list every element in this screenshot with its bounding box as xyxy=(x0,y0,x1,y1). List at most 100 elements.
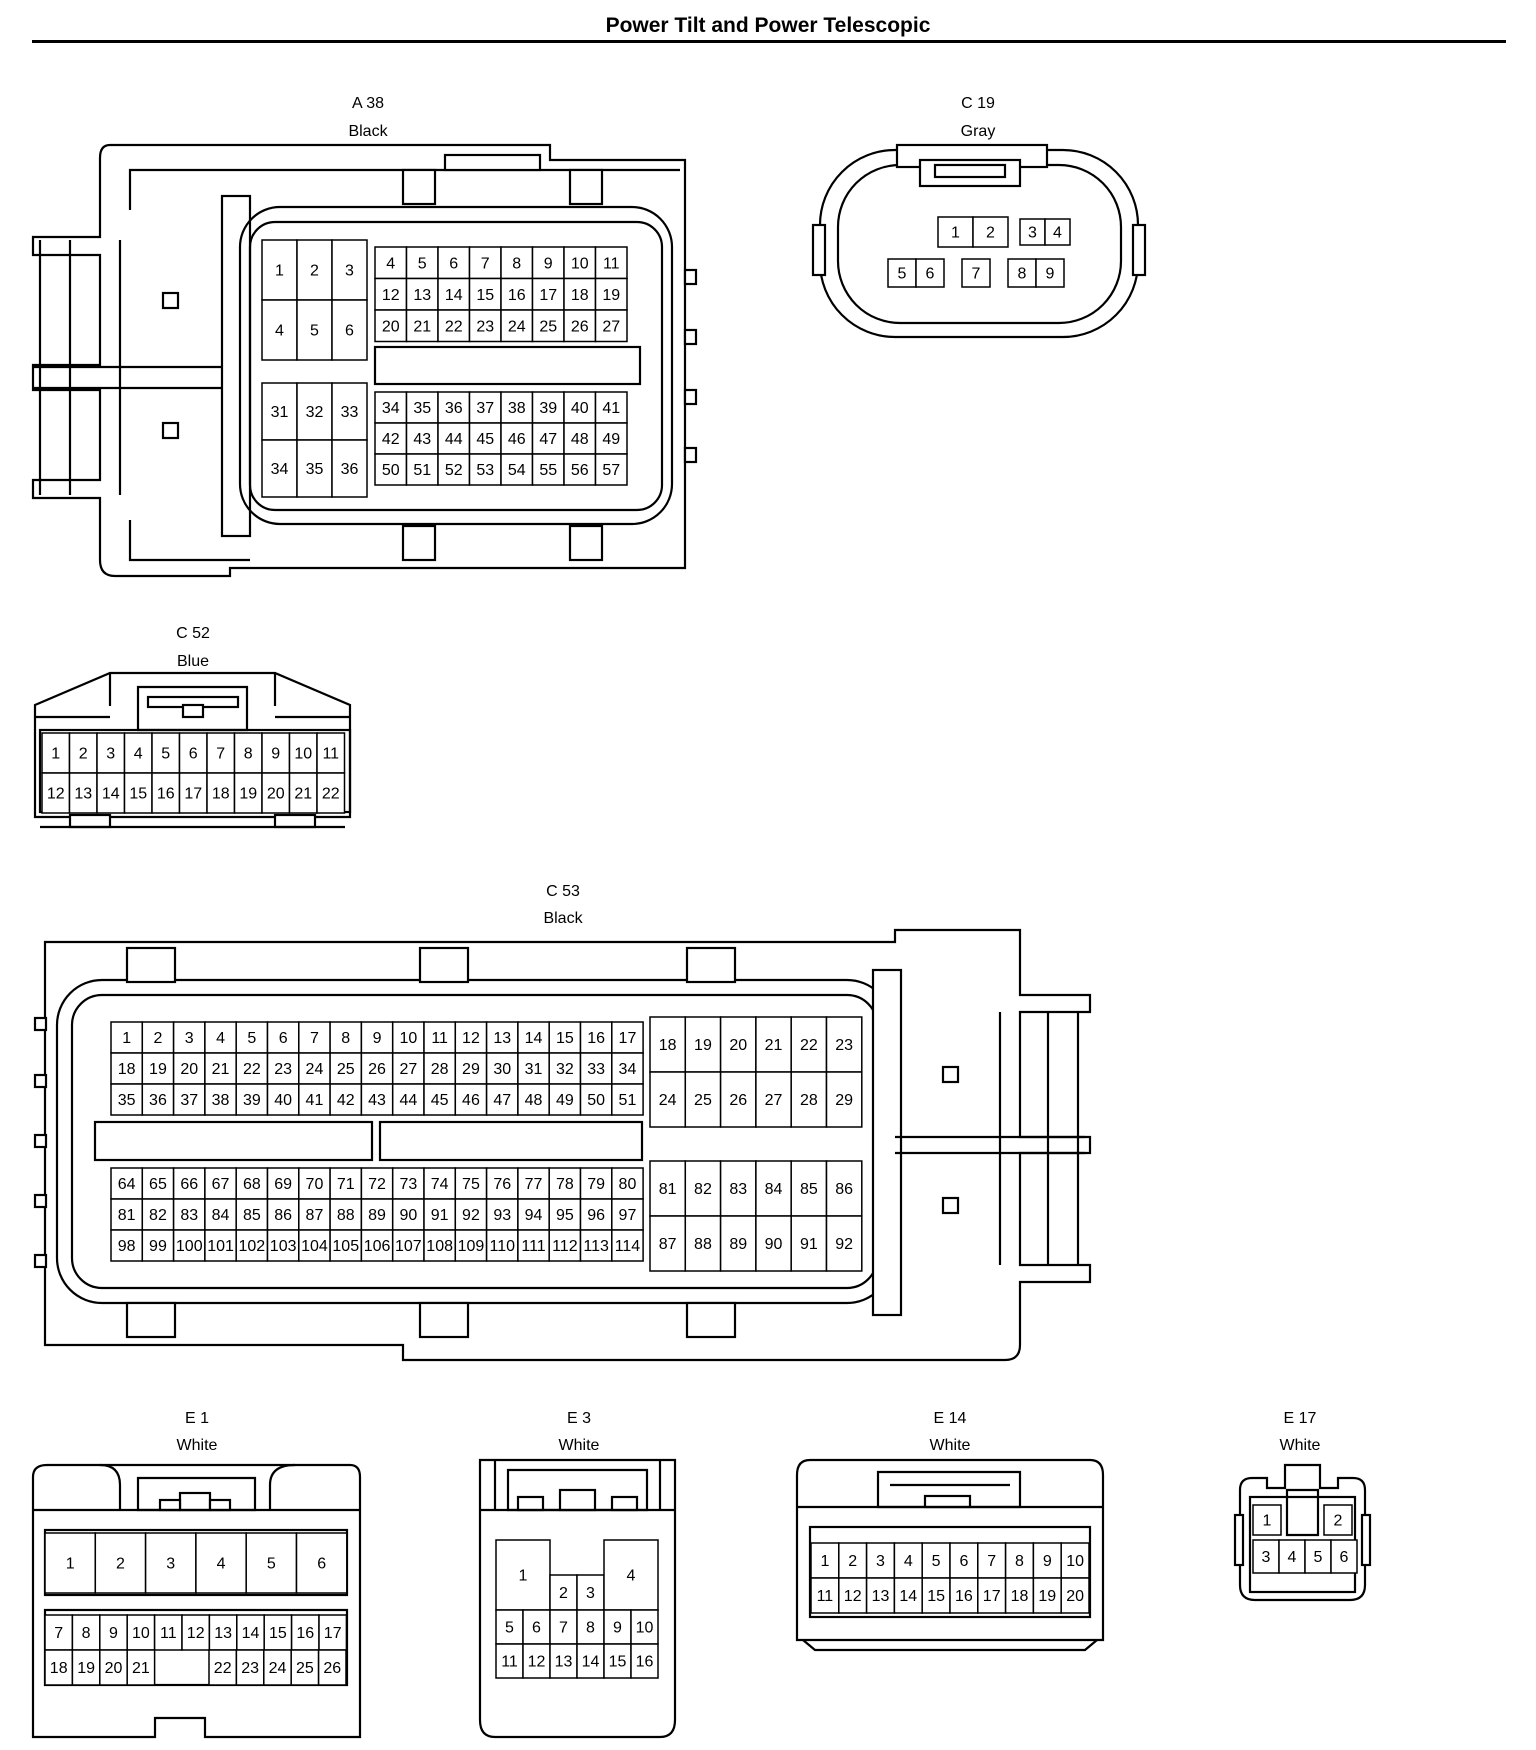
e1-pin-9-cell xyxy=(99,1614,128,1651)
c53-pin-102: 102 xyxy=(238,1238,265,1255)
e17-pin-5: 5 xyxy=(1314,1549,1323,1566)
c53-pin-43-cell xyxy=(360,1083,394,1116)
c53-pin-25-cell xyxy=(684,1071,722,1128)
c53-pin-38: 38 xyxy=(212,1092,230,1109)
c53-pin-31: 31 xyxy=(525,1061,543,1078)
c53-color-label: Black xyxy=(543,910,583,927)
c53-pin-7: 7 xyxy=(310,1030,319,1047)
c19-id-label: C 19 xyxy=(961,95,995,112)
c53-pin-64: 64 xyxy=(118,1176,136,1193)
e14-id-label: E 14 xyxy=(934,1410,967,1427)
c53-pin-20-cell xyxy=(719,1016,757,1073)
a38-pin-36: 36 xyxy=(445,400,463,417)
c53-pin-24-cell xyxy=(649,1071,687,1128)
e1-pin-18-cell xyxy=(44,1649,74,1686)
a38-pin-8-cell xyxy=(500,246,534,280)
a38-pin-16: 16 xyxy=(508,287,526,304)
c53-pin-25: 25 xyxy=(694,1092,712,1109)
a38-pin-2: 2 xyxy=(310,263,319,280)
a38-pin-49: 49 xyxy=(602,431,620,448)
c53-pin-45: 45 xyxy=(431,1092,449,1109)
c53-pin-3: 3 xyxy=(185,1030,194,1047)
c19-pin-8-cell xyxy=(1007,258,1037,288)
c53-pin-83-cell xyxy=(172,1198,206,1231)
e1-pin-24-cell xyxy=(263,1649,292,1686)
a38-pin-57-cell xyxy=(594,453,628,486)
c52-pin-3: 3 xyxy=(106,746,115,763)
a38-pin-51-cell xyxy=(405,453,439,486)
c53-pin-41: 41 xyxy=(306,1092,324,1109)
a38-pin-5: 5 xyxy=(310,323,319,340)
e1-pin-8-cell xyxy=(71,1614,101,1651)
a38-pin-23-cell xyxy=(468,309,502,343)
c53-pin-29: 29 xyxy=(462,1061,480,1078)
c53-pin-28: 28 xyxy=(800,1092,818,1109)
a38-pin-3: 3 xyxy=(345,263,354,280)
e14-pin-13-cell xyxy=(865,1577,896,1614)
e1-pin-12: 12 xyxy=(187,1625,205,1642)
c53-pin-47-cell xyxy=(485,1083,519,1116)
c53-id-label: C 53 xyxy=(546,883,580,900)
c53-pin-25-cell xyxy=(329,1052,363,1085)
c53-pin-101: 101 xyxy=(207,1238,234,1255)
c19-pin-6: 6 xyxy=(926,266,935,283)
c53-pin-109: 109 xyxy=(458,1238,485,1255)
c53-pin-45-cell xyxy=(423,1083,457,1116)
a38-pin-39-cell xyxy=(531,391,565,424)
c53-pin-97-cell xyxy=(611,1198,644,1231)
c53-pin-47: 47 xyxy=(493,1092,511,1109)
c53-pin-85: 85 xyxy=(243,1207,261,1224)
a38-pin-34-cell xyxy=(261,439,298,498)
e1-pin-23: 23 xyxy=(241,1660,259,1677)
e1-pin-16-cell xyxy=(290,1614,320,1651)
c53-pin-46-cell xyxy=(454,1083,488,1116)
a38-pin-8: 8 xyxy=(512,255,521,272)
c53-pin-81-cell xyxy=(110,1198,144,1231)
c53-pin-28-cell xyxy=(790,1071,828,1128)
c53-pin-7-cell xyxy=(298,1021,331,1054)
c53-pin-112: 112 xyxy=(552,1238,578,1255)
e14-pin-20: 20 xyxy=(1066,1588,1084,1605)
c53-pin-111: 111 xyxy=(521,1238,545,1255)
e1-pin-16: 16 xyxy=(296,1625,314,1642)
c53-pin-1: 1 xyxy=(122,1030,131,1047)
e1-pin-15: 15 xyxy=(269,1625,287,1642)
a38-pin-15: 15 xyxy=(476,287,494,304)
e17-pin-4: 4 xyxy=(1288,1549,1297,1566)
c53-pin-83-cell xyxy=(719,1160,757,1217)
e14-pin-4-cell xyxy=(893,1542,923,1579)
a38-pin-57: 57 xyxy=(602,462,620,479)
page-title: Power Tilt and Power Telescopic xyxy=(605,14,931,37)
e17-pin-6: 6 xyxy=(1340,1549,1349,1566)
e1-pin-2-cell xyxy=(94,1532,147,1594)
a38-pin-16-cell xyxy=(500,277,534,311)
a38-pin-5-cell xyxy=(296,299,333,361)
e17-housing xyxy=(1233,1463,1372,1602)
a38-pin-14: 14 xyxy=(445,287,463,304)
e14-housing xyxy=(795,1458,1105,1652)
e17-pin-1: 1 xyxy=(1263,1513,1272,1530)
e14-pin-17: 17 xyxy=(983,1588,1001,1605)
c53-pin-27: 27 xyxy=(399,1061,417,1078)
a38-pin-46: 46 xyxy=(508,431,526,448)
e3-pin-10: 10 xyxy=(636,1620,654,1637)
e3-pin-9: 9 xyxy=(613,1620,622,1637)
c53-pin-66: 66 xyxy=(180,1176,198,1193)
a38-pin-47: 47 xyxy=(539,431,557,448)
c52-pin-12: 12 xyxy=(47,786,65,803)
e1-housing xyxy=(31,1463,362,1739)
c53-pin-88-cell xyxy=(684,1215,722,1272)
a38-pin-17: 17 xyxy=(539,287,557,304)
c53-pin-80: 80 xyxy=(619,1176,637,1193)
a38-pin-6: 6 xyxy=(345,323,354,340)
c53-pin-34-cell xyxy=(611,1052,644,1085)
a38-pin-4: 4 xyxy=(386,255,395,272)
a38-pin-48: 48 xyxy=(571,431,589,448)
c53-pin-48: 48 xyxy=(525,1092,543,1109)
c53-pin-90-cell xyxy=(391,1198,425,1231)
c53-pin-104: 104 xyxy=(301,1238,328,1255)
c19-pin-7-cell xyxy=(961,258,991,288)
e1-pin-22: 22 xyxy=(214,1660,232,1677)
c53-pin-22-cell xyxy=(790,1016,828,1073)
